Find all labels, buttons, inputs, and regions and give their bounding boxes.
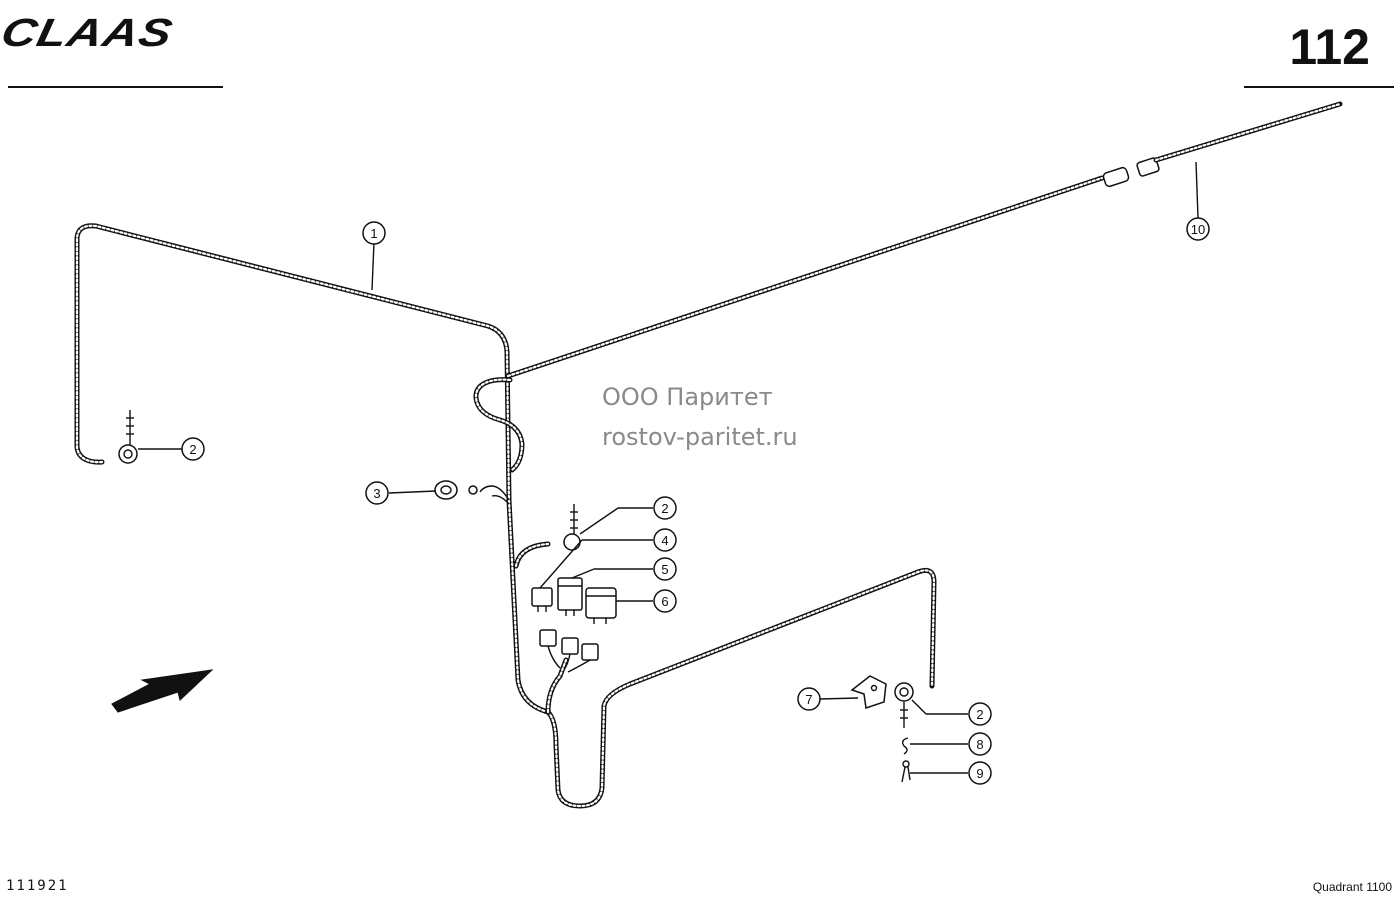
header-rule-right — [1244, 86, 1394, 88]
svg-text:2: 2 — [661, 501, 668, 516]
callout-9: 9 — [968, 761, 992, 785]
svg-text:7: 7 — [805, 692, 812, 707]
callout-4: 4 — [653, 528, 677, 552]
svg-text:3: 3 — [373, 486, 380, 501]
relay-sockets — [539, 629, 599, 673]
cable-clip-left — [118, 410, 138, 464]
connector-socket — [434, 480, 478, 500]
callout-10: 10 — [1186, 217, 1210, 241]
svg-text:4: 4 — [661, 533, 668, 548]
callout-5: 5 — [653, 557, 677, 581]
drawing-code: 111921 — [6, 878, 69, 894]
relay-small — [531, 587, 553, 612]
callout-8: 8 — [968, 732, 992, 756]
callout-2-center: 2 — [653, 496, 677, 520]
callouts: 1 2 3 2 4 5 6 10 — [181, 217, 1210, 785]
callout-6: 6 — [653, 589, 677, 613]
header-rule-left — [8, 86, 223, 88]
page-number: 112 — [1289, 19, 1370, 75]
callout-2-right: 2 — [968, 702, 992, 726]
svg-text:9: 9 — [976, 766, 983, 781]
svg-text:2: 2 — [976, 707, 983, 722]
model-name: Quadrant 1100 — [1312, 880, 1392, 894]
callout-3: 3 — [365, 481, 389, 505]
callout-2-left: 2 — [181, 437, 205, 461]
svg-text:1: 1 — [370, 226, 377, 241]
svg-text:2: 2 — [189, 442, 196, 457]
leader-lines — [138, 161, 1199, 774]
cable-clip-center — [563, 504, 581, 551]
spring-washer — [901, 737, 909, 755]
extension-cable — [1102, 101, 1343, 188]
watermark-company: ООО Паритет — [602, 383, 773, 411]
svg-text:8: 8 — [976, 737, 983, 752]
svg-text:10: 10 — [1191, 222, 1205, 237]
svg-text:5: 5 — [661, 562, 668, 577]
cable-clip-right — [894, 682, 914, 728]
svg-text:6: 6 — [661, 594, 668, 609]
callout-7: 7 — [797, 687, 821, 711]
direction-arrow-icon — [111, 669, 214, 713]
relay-medium — [557, 577, 583, 616]
main-harness — [74, 175, 1105, 809]
cotter-pin — [901, 760, 911, 783]
relay-large — [585, 587, 617, 624]
watermark-website: rostov-paritet.ru — [602, 423, 798, 451]
callout-1: 1 — [362, 221, 386, 245]
mounting-bracket — [850, 675, 887, 709]
